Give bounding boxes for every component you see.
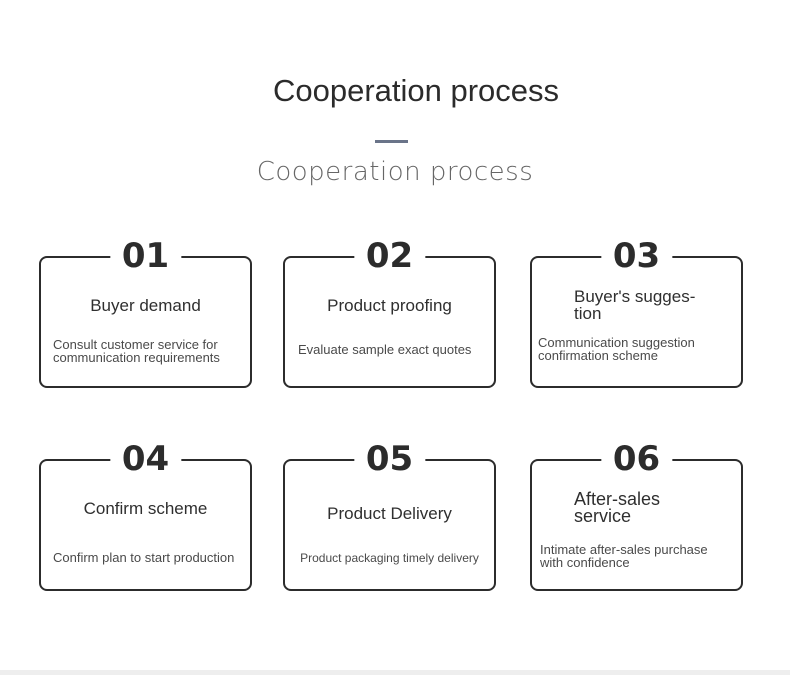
step-card-06: 06 After-sales service Intimate after-sa… [530, 437, 743, 591]
step-title: Confirm scheme [83, 499, 208, 518]
step-description: Confirm plan to start production [53, 550, 235, 565]
step-number: 04 [109, 437, 182, 481]
step-title: Product Delivery [327, 504, 452, 523]
bottom-bar [0, 670, 790, 675]
step-card-03: 03 Buyer's sugges- tion Communication su… [530, 234, 743, 388]
page-title: Cooperation process [272, 73, 560, 108]
page-subtitle: Cooperation process [256, 157, 534, 187]
step-card-02: 02 Product proofing Evaluate sample exac… [283, 234, 496, 388]
step-number: 03 [600, 234, 673, 278]
step-description: Product packaging timely delivery [300, 551, 479, 565]
step-description: Consult customer service for communicati… [53, 337, 220, 365]
step-card-05: 05 Product Delivery Product packaging ti… [283, 437, 496, 591]
step-title: Buyer demand [90, 296, 201, 315]
step-number: 02 [353, 234, 426, 278]
step-description: Intimate after-sales purchase with confi… [540, 542, 708, 570]
step-card-04: 04 Confirm scheme Confirm plan to start … [39, 437, 252, 591]
step-description: Communication suggestion confirmation sc… [538, 335, 695, 363]
step-card-01: 01 Buyer demand Consult customer service… [39, 234, 252, 388]
step-number: 06 [600, 437, 673, 481]
step-number: 01 [109, 234, 182, 278]
title-divider [375, 140, 408, 143]
step-title: Product proofing [327, 296, 452, 315]
step-description: Evaluate sample exact quotes [298, 342, 472, 357]
step-title: After-sales service [574, 489, 661, 526]
step-title: Buyer's sugges- tion [574, 287, 696, 323]
step-number: 05 [353, 437, 426, 481]
